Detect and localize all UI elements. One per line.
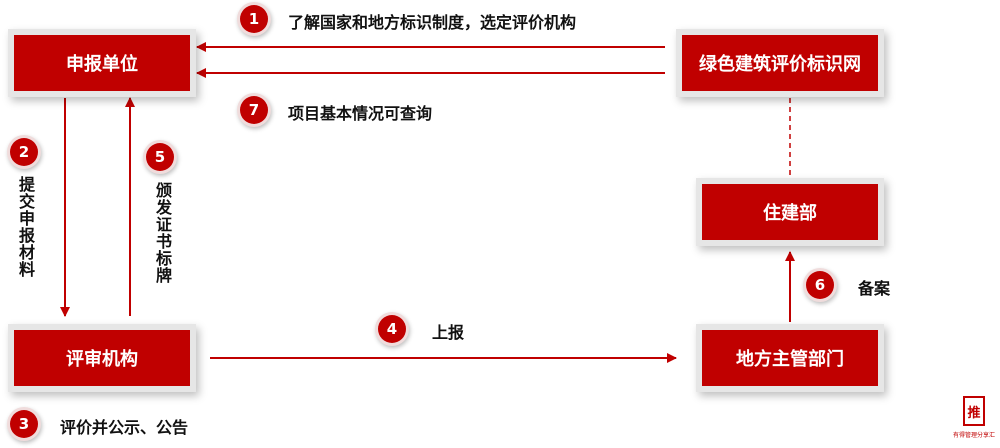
step-2-label: 提交申报材料 <box>16 176 35 278</box>
step-1-badge: 1 <box>240 5 268 33</box>
step-1-label: 了解国家和地方标识制度，选定评价机构 <box>288 13 577 32</box>
watermark-seal-logo: 推 <box>963 396 985 426</box>
watermark-caption: 有得管理分享汇 <box>953 432 996 439</box>
node-applicant: 申报单位 <box>14 35 190 91</box>
step-7-badge: 7 <box>240 96 268 124</box>
step-5-label: 颁发证书标牌 <box>153 182 172 284</box>
step-5-badge: 5 <box>146 143 174 171</box>
node-review-agency: 评审机构 <box>14 330 190 386</box>
step-3-label: 评价并公示、公告 <box>60 418 189 437</box>
step-2-badge: 2 <box>10 138 38 166</box>
step-6-badge: 6 <box>806 271 834 299</box>
step-7-label: 项目基本情况可查询 <box>288 104 433 123</box>
node-local-authority: 地方主管部门 <box>702 330 878 386</box>
node-website: 绿色建筑评价标识网 <box>682 35 878 91</box>
step-4-badge: 4 <box>378 315 406 343</box>
step-3-badge: 3 <box>10 410 38 438</box>
node-housing-dept: 住建部 <box>702 184 878 240</box>
step-4-label: 上报 <box>432 323 465 342</box>
step-6-label: 备案 <box>858 279 891 298</box>
